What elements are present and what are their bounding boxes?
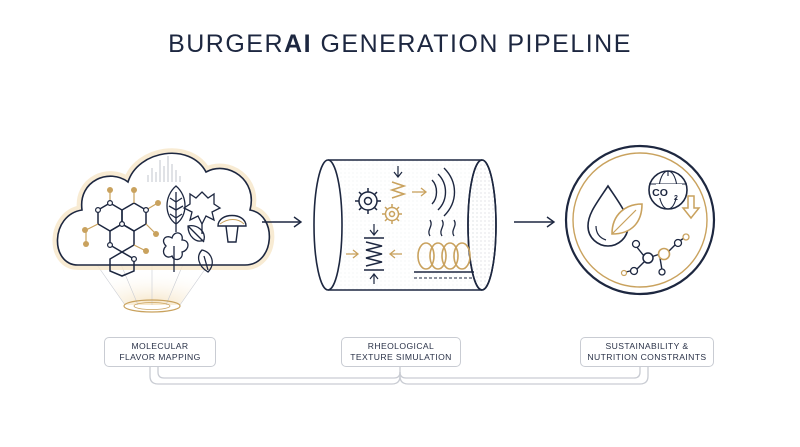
wave-icon: [412, 167, 456, 217]
herbs-icons: [162, 185, 222, 273]
texture-simulation-cylinder: [313, 159, 497, 291]
gear-icon-small: [382, 204, 402, 224]
compression-spring-icon: [389, 166, 407, 199]
nutrition-molecule-icon: [620, 233, 690, 277]
stage-label-line1: MOLECULAR: [131, 341, 189, 351]
globe-icon: [648, 170, 688, 210]
arrow-flow-1: [262, 216, 303, 228]
gear-icon: [355, 188, 381, 214]
leaf-icon: [611, 203, 643, 235]
stage-label-line2: NUTRITION CONSTRAINTS: [587, 352, 707, 362]
equalizer-bars: [147, 156, 181, 182]
stage-label-line2: FLAVOR MAPPING: [119, 352, 201, 362]
flavor-mapping-cloud: [52, 148, 275, 313]
mushroom-icon: [217, 214, 247, 243]
molecule-icon: [82, 187, 161, 277]
stage-label-line2: TEXTURE SIMULATION: [350, 352, 452, 362]
stage-label-line1: SUSTAINABILITY &: [605, 341, 689, 351]
stage-label-line1: RHEOLOGICAL: [367, 341, 435, 351]
page-title: BURGERAI GENERATION PIPELINE: [0, 30, 800, 59]
feedback-connectors: [149, 366, 649, 385]
sustainability-circle: CO 2: [564, 144, 716, 296]
title-prefix: BURGER: [168, 30, 285, 58]
coil-spring-icon: [346, 224, 402, 284]
heat-coil-icon: [414, 219, 474, 279]
title-suffix: GENERATION PIPELINE: [312, 30, 632, 58]
stage-label-texture-simulation: RHEOLOGICAL TEXTURE SIMULATION: [341, 337, 461, 367]
arrow-flow-2: [514, 216, 556, 228]
projection-cone: [95, 262, 210, 305]
title-bold: AI: [284, 30, 313, 58]
co2-subscript: 2: [674, 195, 678, 202]
projection-base: [123, 299, 181, 313]
co2-label: CO: [652, 187, 668, 199]
stage-label-sustainability: SUSTAINABILITY & NUTRITION CONSTRAINTS: [580, 337, 714, 367]
stage-label-flavor-mapping: MOLECULAR FLAVOR MAPPING: [104, 337, 216, 367]
reduction-arrow-icon: [681, 195, 701, 220]
